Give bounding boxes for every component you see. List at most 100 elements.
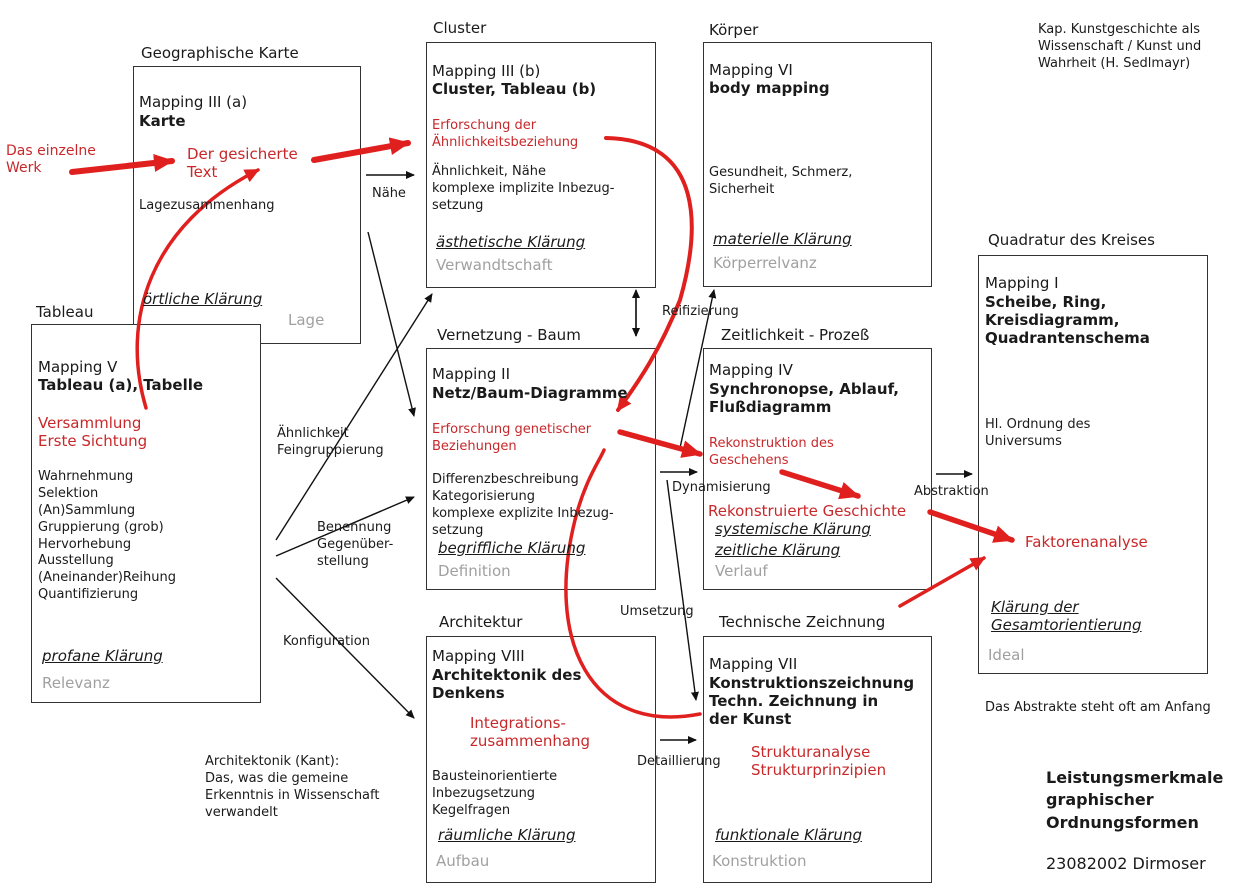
koerper-klaerung: materielle Klärung	[713, 230, 852, 248]
quadratur-box	[978, 255, 1208, 674]
red-arrow-baum-zeit	[617, 429, 703, 458]
quadratur-red: Faktorenanalyse	[1025, 533, 1148, 551]
label-umsetzung: Umsetzung	[620, 604, 694, 619]
arrow-geo-baum	[367, 231, 416, 417]
geo-klaerung: örtliche Klärung	[143, 290, 263, 308]
zeit-red2: Rekonstruierte Geschichte	[708, 502, 907, 520]
arrow-reifizierung	[679, 289, 717, 449]
label-abstraktion: Abstraktion	[914, 484, 989, 499]
tech-heading: Technische Zeichnung	[719, 613, 886, 631]
cluster-heading: Cluster	[433, 19, 487, 37]
baum-klaerung: begriffliche Klärung	[438, 539, 586, 557]
footer-date: 23082002 Dirmoser	[1046, 854, 1206, 873]
arch-box	[426, 636, 656, 883]
tableau-name: Tableau (a), Tabelle	[38, 376, 204, 394]
label-dynamisierung: Dynamisierung	[672, 480, 771, 495]
arch-red: Integrations- zusammenhang	[470, 714, 591, 750]
tableau-box	[31, 324, 261, 703]
footer-title: Leistungsmerkmale graphischer Ordnungsfo…	[1046, 768, 1224, 832]
tableau-klaerung: profane Klärung	[42, 647, 163, 665]
baum-mapping: Mapping II	[432, 365, 510, 383]
arch-heading: Architektur	[439, 613, 523, 631]
cluster-box	[426, 42, 656, 288]
tableau-red: Versammlung Erste Sichtung	[38, 414, 148, 450]
arch-name: Architektonik des Denkens	[432, 666, 582, 702]
koerper-mapping: Mapping VI	[709, 61, 793, 79]
geo-box	[133, 66, 361, 344]
zeit-box	[703, 348, 932, 590]
arrow-umsetzung	[666, 479, 699, 701]
koerper-heading: Körper	[709, 21, 759, 39]
koerper-name: body mapping	[709, 79, 830, 97]
koerper-gray: Körperrelvanz	[713, 254, 817, 272]
cluster-name: Cluster, Tableau (b)	[432, 80, 597, 98]
zeit-red: Rekonstruktion des Geschehens	[709, 436, 834, 468]
arch-mapping: Mapping VIII	[432, 647, 525, 665]
top-note: Kap. Kunstgeschichte als Wissenschaft / …	[1038, 22, 1202, 71]
geo-detail: Lagezusammenhang	[139, 198, 275, 213]
tech-mapping: Mapping VII	[709, 655, 798, 673]
baum-gray: Definition	[438, 562, 511, 580]
baum-name: Netz/Baum-Diagramme	[432, 384, 628, 402]
geo-gray: Lage	[288, 311, 325, 329]
arch-gray: Aufbau	[436, 852, 490, 870]
label-konfiguration: Konfiguration	[283, 634, 370, 649]
label-benennung: Benennung Gegenüber- stellung	[317, 520, 394, 569]
baum-red: Erforschung genetischer Beziehungen	[432, 422, 592, 454]
arrow-tableau-baum	[275, 496, 415, 557]
red-arrow-tableau-text	[135, 168, 260, 410]
red-arrow-tech-baum	[564, 448, 702, 719]
red-arrow-text-cluster	[311, 137, 411, 163]
zeit-mapping: Mapping IV	[709, 361, 793, 379]
baum-heading: Vernetzung - Baum	[437, 326, 581, 344]
red-arrow-cluster-baum	[604, 136, 694, 412]
koerper-detail: Gesundheit, Schmerz, Sicherheit	[709, 165, 853, 197]
tech-box	[703, 636, 932, 883]
zeit-klaerung1: systemische Klärung	[715, 520, 871, 538]
arrow-tableau-arch	[275, 577, 415, 719]
baum-detail: Differenzbeschreibung Kategorisierung ko…	[432, 472, 614, 538]
zeit-klaerung2: zeitliche Klärung	[715, 541, 841, 559]
label-detaillierung: Detaillierung	[637, 754, 721, 769]
tech-klaerung: funktionale Klärung	[715, 826, 862, 844]
tableau-gray: Relevanz	[42, 674, 110, 692]
text-label: Der gesicherte Text	[187, 145, 298, 181]
red-arrow-zeit-geschichte	[779, 469, 861, 500]
tech-name: Konstruktionszeichnung Techn. Zeichnung …	[709, 674, 915, 728]
geo-name: Karte	[139, 112, 186, 130]
cluster-gray: Verwandtschaft	[436, 256, 553, 274]
tableau-heading: Tableau	[36, 303, 94, 321]
arch-detail: Bausteinorientierte Inbezugsetzung Kegel…	[432, 769, 558, 818]
zeit-gray: Verlauf	[715, 562, 768, 580]
quadratur-mapping: Mapping I	[985, 274, 1059, 292]
abstrakte-note: Das Abstrakte steht oft am Anfang	[985, 700, 1211, 715]
label-aehnlichkeit: Ähnlichkeit Feingruppierung	[277, 426, 384, 458]
koerper-box	[703, 42, 932, 287]
tech-gray: Konstruktion	[712, 852, 807, 870]
tech-red: Strukturanalyse Strukturprinzipien	[751, 743, 887, 779]
werk-label: Das einzelne Werk	[6, 143, 96, 176]
tableau-detail: Wahrnehmung Selektion (An)Sammlung Grupp…	[38, 469, 176, 603]
cluster-detail: Ähnlichkeit, Nähe komplexe implizite Inb…	[432, 164, 615, 213]
arch-klaerung: räumliche Klärung	[438, 826, 576, 844]
arrow-tableau-cluster	[275, 293, 433, 541]
cluster-mapping: Mapping III (b)	[432, 62, 541, 80]
cluster-red: Erforschung der Ähnlichkeitsbeziehung	[432, 118, 579, 150]
red-arrow-werk	[69, 154, 175, 175]
zeit-name: Synchronopse, Ablauf, Flußdiagramm	[709, 380, 899, 416]
quadratur-heading: Quadratur des Kreises	[988, 231, 1155, 249]
tableau-mapping: Mapping V	[38, 358, 118, 376]
baum-box	[426, 348, 656, 590]
quadratur-detail: Hl. Ordnung des Universums	[985, 417, 1091, 449]
red-arrow-tech-quadratur	[898, 556, 986, 608]
zeit-heading: Zeitlichkeit - Prozeß	[721, 326, 870, 344]
quadratur-name: Scheibe, Ring, Kreisdiagramm, Quadranten…	[985, 293, 1150, 347]
red-arrow-zeit-faktoren	[927, 509, 1015, 543]
geo-mapping: Mapping III (a)	[139, 93, 248, 111]
label-reifizierung: Reifizierung	[662, 304, 739, 319]
geo-heading: Geographische Karte	[141, 44, 299, 62]
label-naehe: Nähe	[372, 186, 406, 201]
kant-note: Architektonik (Kant): Das, was die gemei…	[205, 754, 380, 820]
cluster-klaerung: ästhetische Klärung	[436, 233, 586, 251]
